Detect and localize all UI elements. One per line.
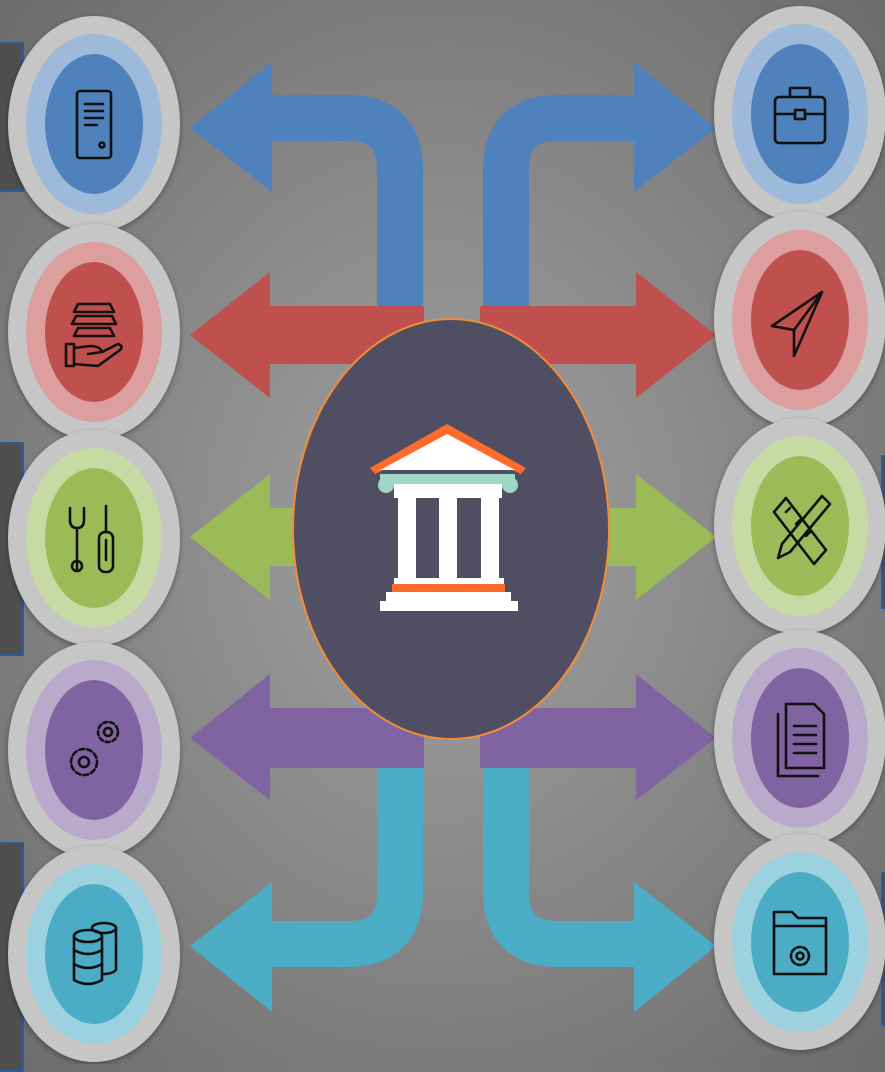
gears-icon xyxy=(69,720,120,777)
top-left-arrow-body xyxy=(260,95,423,320)
purple-arrow-head-right xyxy=(636,674,716,800)
left-node-1[interactable] xyxy=(8,16,180,232)
right-node-3[interactable] xyxy=(714,418,885,634)
node-core xyxy=(45,680,143,820)
top-right-arrow-head xyxy=(634,62,716,192)
tools-icon xyxy=(68,504,115,574)
green-arrow-head-left xyxy=(190,474,270,600)
documents-icon xyxy=(776,702,826,778)
server-icon xyxy=(75,89,113,160)
left-node-4[interactable] xyxy=(8,642,180,858)
right-node-1[interactable] xyxy=(714,6,885,222)
bottom-left-arrow-body xyxy=(260,740,423,967)
top-right-arrow-body xyxy=(483,95,640,320)
top-right-curved-arrow xyxy=(483,62,716,320)
right-node-4[interactable] xyxy=(714,630,885,846)
database-icon xyxy=(72,921,118,986)
left-node-5[interactable] xyxy=(8,846,180,1062)
bottom-right-curved-arrow xyxy=(483,740,716,1012)
bank-building-icon xyxy=(370,424,526,611)
left-node-3[interactable] xyxy=(8,430,180,646)
bottom-right-arrow-body xyxy=(483,740,640,967)
folder-settings-icon xyxy=(772,910,828,976)
center-hub xyxy=(292,318,610,740)
green-arrow-head-right xyxy=(636,474,716,600)
briefcase-icon xyxy=(773,86,827,145)
bottom-left-curved-arrow xyxy=(190,740,423,1012)
right-node-5[interactable] xyxy=(714,834,885,1050)
hand-holding-cash-icon xyxy=(64,302,123,368)
node-core xyxy=(751,44,849,184)
node-core xyxy=(751,872,849,1012)
ruler-pencil-icon xyxy=(772,494,832,566)
left-node-2[interactable] xyxy=(8,224,180,440)
top-left-arrow-head xyxy=(190,62,272,192)
node-core xyxy=(751,456,849,596)
top-left-curved-arrow xyxy=(190,62,423,320)
bottom-right-arrow-head xyxy=(634,882,716,1012)
paper-plane-icon xyxy=(770,290,824,358)
purple-arrow-head-left xyxy=(190,674,270,800)
right-node-2[interactable] xyxy=(714,212,885,428)
node-core xyxy=(45,262,143,402)
bottom-left-arrow-head xyxy=(190,882,272,1012)
node-core xyxy=(751,668,849,808)
red-arrow-head-right xyxy=(636,272,716,398)
red-arrow-head-left xyxy=(190,272,270,398)
node-core xyxy=(45,468,143,608)
purple-double-arrow xyxy=(190,674,716,800)
